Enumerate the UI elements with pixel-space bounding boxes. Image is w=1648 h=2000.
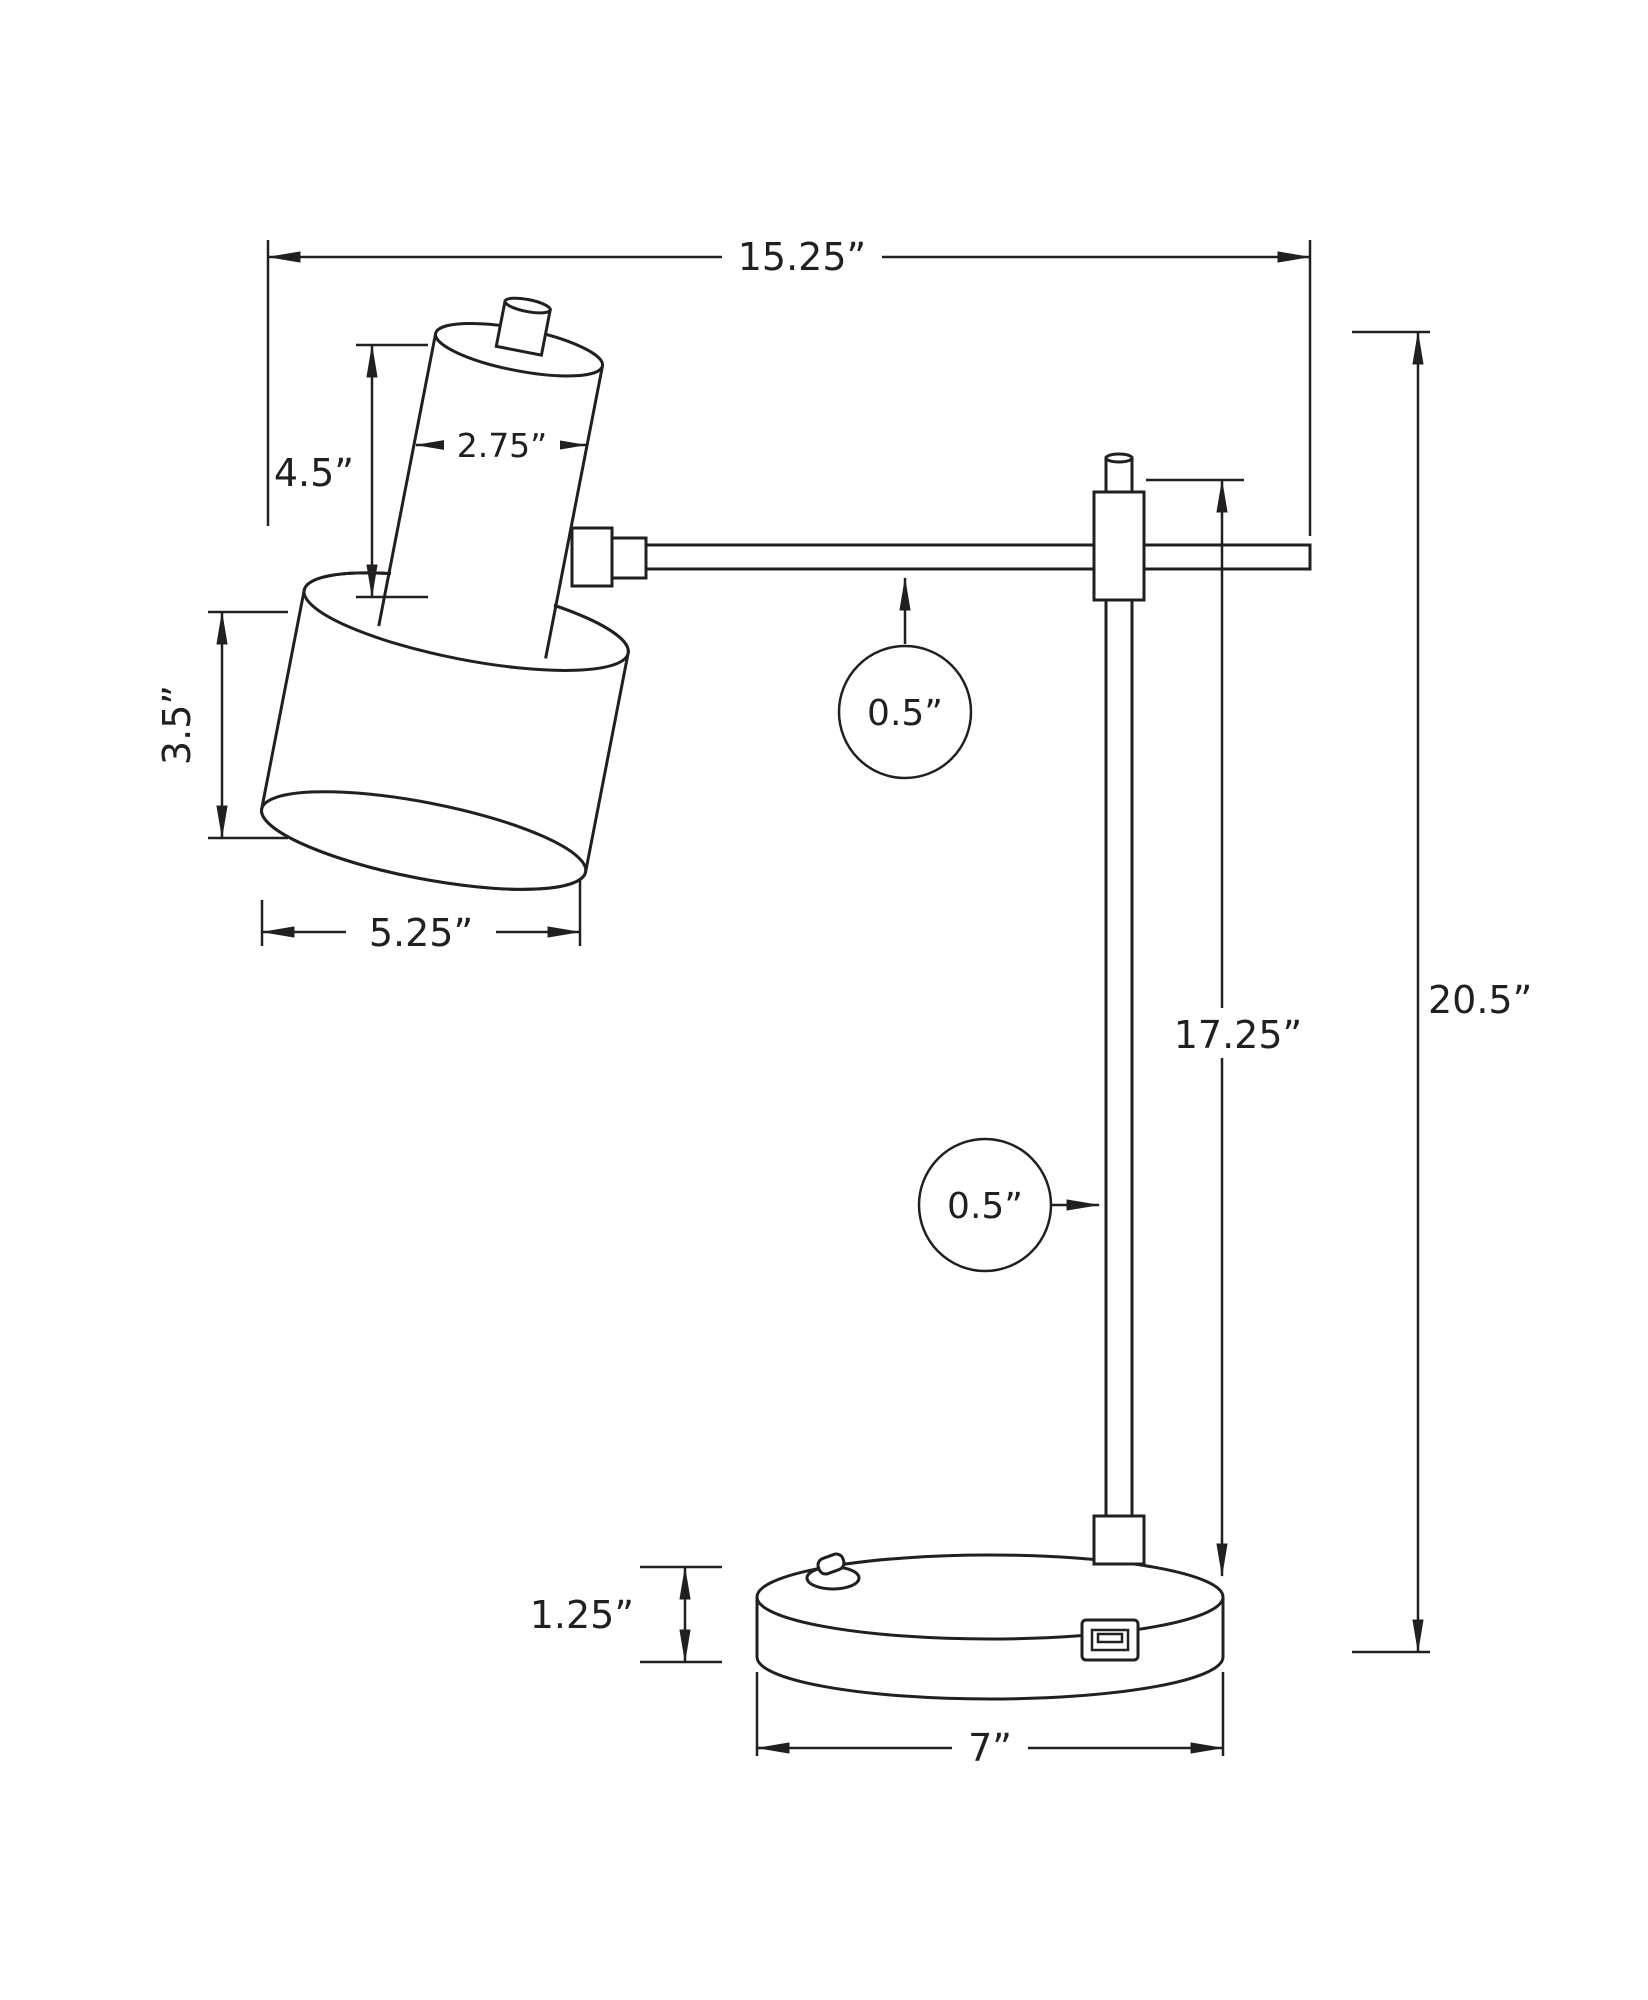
dim-head-diameter: 2.75” xyxy=(414,422,588,466)
dim-overall-width-label: 15.25” xyxy=(738,235,866,279)
callout-pole-label: 0.5” xyxy=(947,1186,1023,1227)
power-switch-toggle xyxy=(816,1552,846,1576)
dim-base-height-label: 1.25” xyxy=(530,1593,634,1637)
pole-top-stub-cap xyxy=(1104,452,1134,464)
head-hinge-outer xyxy=(570,526,614,588)
dimension-annotations: 15.25” 20.5” 17.25” 4.5” 2.75” xyxy=(155,232,1532,1770)
pole-base-collar xyxy=(1092,1514,1146,1566)
power-switch xyxy=(805,1552,861,1591)
dim-head-height: 4.5” xyxy=(274,343,428,599)
dim-overall-width: 15.25” xyxy=(266,232,1312,536)
usb-port-tab xyxy=(1096,1632,1124,1644)
callout-pole-circle xyxy=(917,1137,1053,1273)
dim-overall-height: 20.5” xyxy=(1352,330,1532,1654)
lamp-head-knob-top xyxy=(503,296,552,315)
callout-pole-diameter: 0.5” xyxy=(917,1137,1101,1273)
callout-arm-label: 0.5” xyxy=(867,693,943,734)
dim-shade-height-label: 3.5” xyxy=(155,685,199,765)
lamp-head-body-mask xyxy=(380,333,601,659)
head-hinge-inner xyxy=(610,536,648,580)
dim-base-diameter: 7” xyxy=(755,1672,1225,1770)
dim-pole-height: 17.25” xyxy=(1146,478,1324,1578)
dim-shade-diameter: 5.25” xyxy=(260,878,582,955)
dim-shade-height: 3.5” xyxy=(155,610,288,840)
lamp-shade-bottom-rim xyxy=(260,790,588,891)
callout-arm-diameter: 0.5” xyxy=(837,576,973,780)
lamp-head-assembly xyxy=(260,296,630,891)
dim-base-diameter-label: 7” xyxy=(968,1726,1012,1770)
lamp-head-body xyxy=(377,333,604,659)
usb-port xyxy=(1080,1618,1140,1662)
lamp-drawing xyxy=(260,296,1312,1701)
usb-port-outer xyxy=(1080,1618,1140,1662)
callout-arm-circle xyxy=(837,644,973,780)
usb-port-slot xyxy=(1090,1628,1130,1652)
lamp-arm xyxy=(644,543,1312,571)
dim-pole-height-label: 17.25” xyxy=(1174,1013,1302,1057)
dim-overall-height-label: 20.5” xyxy=(1428,978,1532,1022)
lamp-base-top xyxy=(755,1553,1225,1641)
arm-pole-joint xyxy=(1092,490,1146,602)
dim-shade-diameter-label: 5.25” xyxy=(369,911,473,955)
lamp-pole xyxy=(1104,598,1134,1522)
dim-head-height-label: 4.5” xyxy=(274,451,354,495)
dim-base-height: 1.25” xyxy=(530,1565,722,1664)
dim-head-diameter-label: 2.75” xyxy=(457,426,548,465)
